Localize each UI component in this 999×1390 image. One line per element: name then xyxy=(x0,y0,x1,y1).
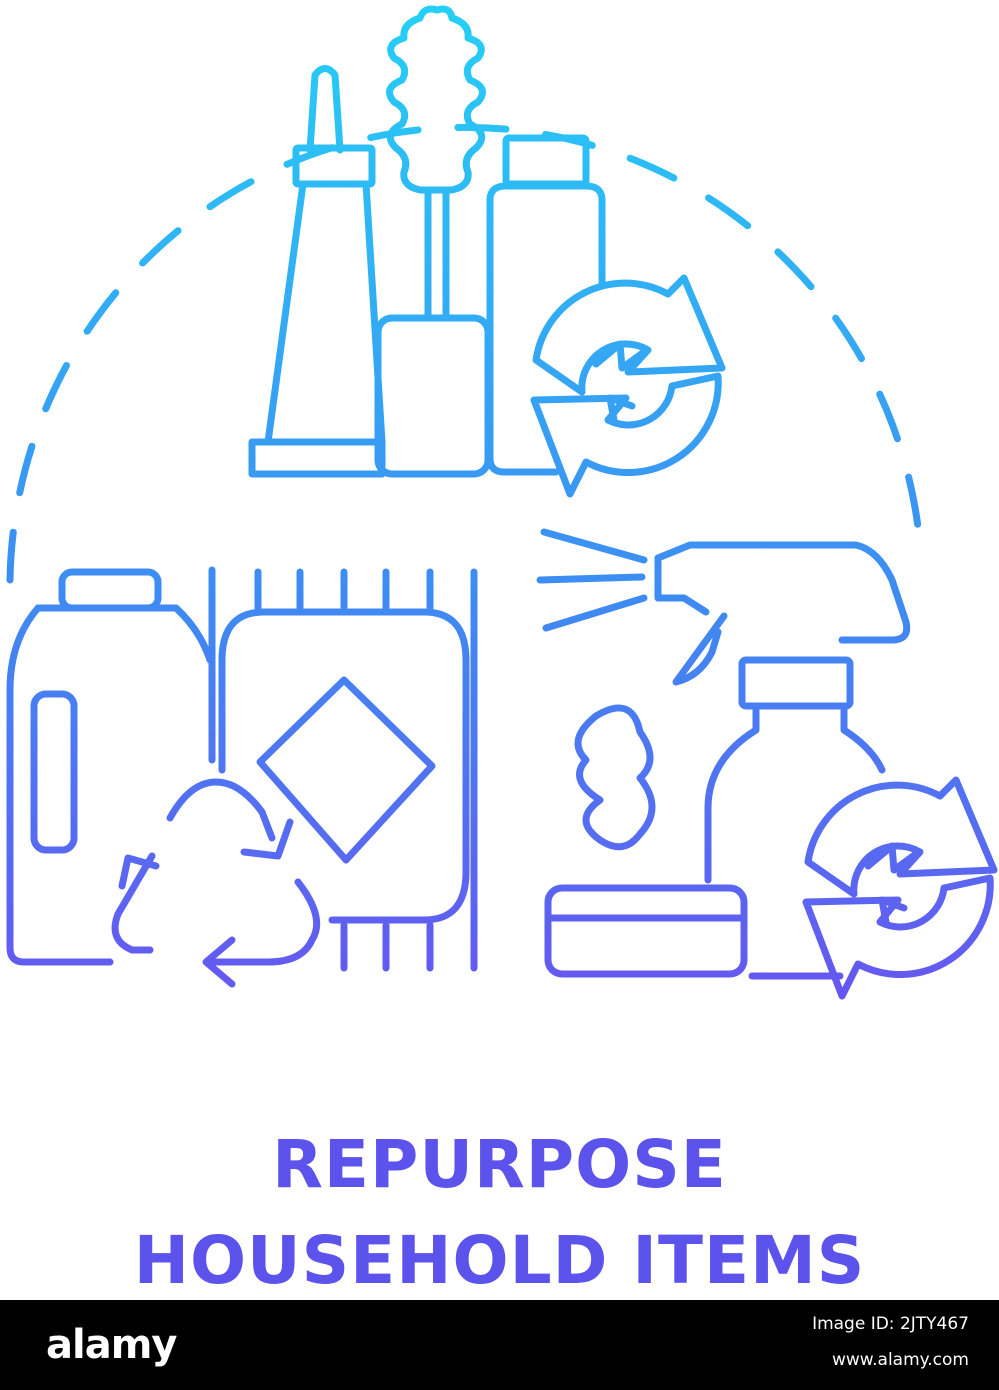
rug-icon xyxy=(208,566,478,972)
watermark-footer: alamy Image ID: 2JTY467 www.alamy.com xyxy=(0,1300,999,1390)
dashed-arc-icon xyxy=(6,123,924,584)
title-line-1: REPURPOSE xyxy=(272,1126,727,1203)
spray-lines-icon xyxy=(536,528,648,632)
repurpose-illustration xyxy=(6,5,998,1000)
mascara-icon xyxy=(374,5,492,478)
recycle-icon xyxy=(111,778,321,988)
sponge-icon xyxy=(544,884,748,978)
image-id-label: Image ID: 2JTY467 xyxy=(812,1314,969,1334)
title-line-2: HOUSEHOLD ITEMS xyxy=(133,1222,866,1299)
refresh-arrows-icon xyxy=(802,776,998,1000)
brand-logo: alamy xyxy=(46,1322,177,1368)
glue-tube-icon xyxy=(248,65,386,478)
spray-bottle-icon xyxy=(654,541,911,980)
refresh-arrows-icon xyxy=(530,274,726,498)
detergent-jug-icon xyxy=(6,568,214,966)
bubbles-icon xyxy=(574,704,656,851)
cosmetic-bottle-icon xyxy=(486,134,606,476)
site-url: www.alamy.com xyxy=(831,1350,969,1370)
